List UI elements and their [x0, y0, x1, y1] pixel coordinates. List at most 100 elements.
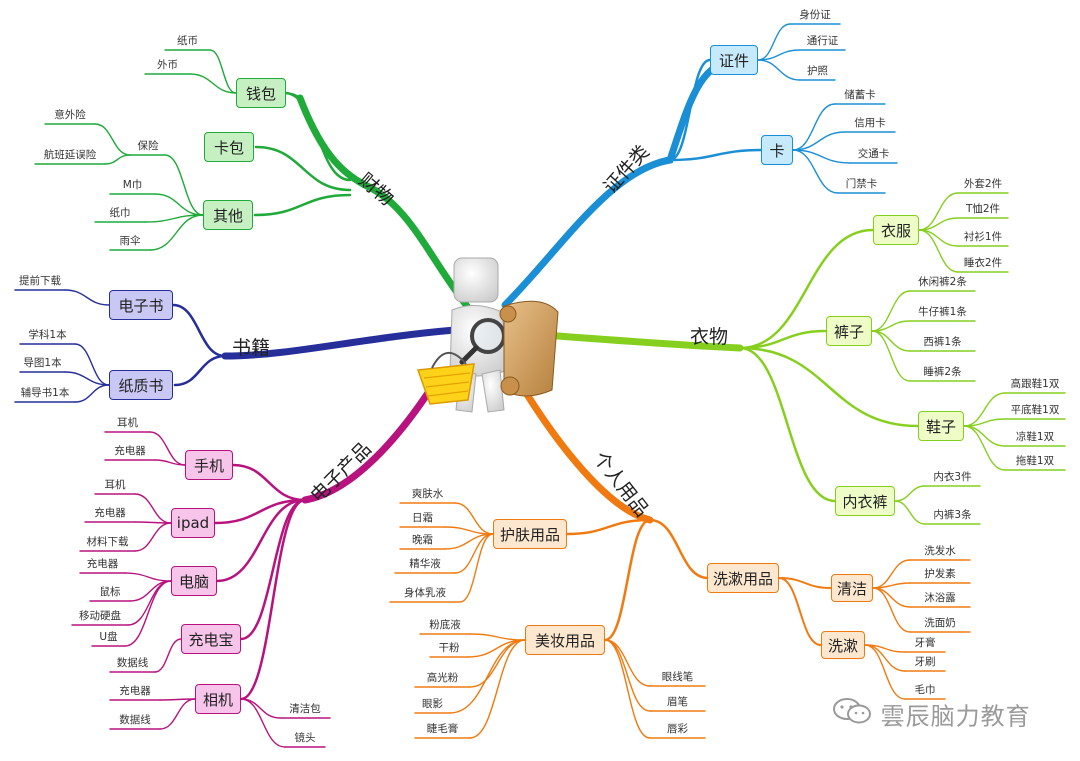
leaf-shoes-0: 高跟鞋1双 [1010, 378, 1060, 390]
leaf-powerbank-cable-link [154, 638, 182, 673]
node-card-holder: 卡包 [204, 132, 254, 162]
link [738, 228, 875, 350]
node-electronics-1: ipad [171, 508, 215, 538]
leaf-clothes-0-link [918, 192, 959, 231]
leaf-id-card: 身份证 [799, 9, 831, 21]
leaf-underwear-0: 内衣3件 [933, 471, 972, 483]
leaf-pc-0-link [124, 572, 172, 582]
node-electronics-3: 充电宝 [181, 624, 241, 654]
node-clothes: 衣服 [873, 215, 919, 245]
link [173, 354, 227, 387]
leaf-makeup-r-1: 眉笔 [667, 696, 688, 708]
link [171, 303, 227, 358]
leaf-ipad-download: 材料下载 [86, 536, 129, 548]
leaf-shoes-2-link [963, 425, 1006, 447]
leaf-wash-2: 毛巾 [914, 684, 936, 696]
leaf-pants-2-link [871, 330, 911, 352]
link [215, 498, 307, 583]
leaf-makeup-r-1-link [604, 639, 651, 712]
leaf-clean-1: 护发素 [924, 568, 956, 580]
leaf-makeup-4-link [469, 639, 526, 739]
wechat-icon [832, 696, 872, 732]
node-electronics-2: 电脑 [171, 566, 217, 596]
link [213, 498, 307, 525]
leaf-pants-0-link [871, 290, 911, 332]
leaf-m-towel-link [154, 193, 204, 216]
watermark: 雲辰脑力教育 [832, 696, 1031, 732]
leaf-makeup-2: 高光粉 [426, 672, 459, 684]
leaf-pc-1-link [129, 580, 172, 602]
leaf-accident-insurance-link [94, 123, 131, 156]
leaf-banknote-link [209, 49, 237, 94]
node-skincare: 护肤用品 [493, 519, 567, 549]
leaf-skin-3-link [454, 533, 494, 574]
leaf-clean-2-link [872, 587, 911, 608]
leaf-powerbank-cable: 数据线 [116, 657, 149, 669]
leaf-insurance: 保险 [137, 140, 159, 152]
leaf-subject-book: 学科1本 [28, 329, 67, 341]
leaf-shoes-1: 平底鞋1双 [1010, 404, 1060, 416]
link [565, 518, 652, 536]
leaf-underwear-0-link [894, 485, 926, 502]
leaf-clothes-0: 外套2件 [963, 178, 1003, 190]
leaf-credit-card-link [792, 131, 846, 151]
link [254, 145, 352, 192]
leaf-makeup-4: 睫毛膏 [426, 723, 459, 735]
leaf-ipad-download-link [134, 522, 172, 552]
link [253, 193, 352, 217]
leaf-makeup-0: 粉底液 [429, 619, 461, 631]
node-shoes: 鞋子 [918, 411, 964, 441]
leaf-makeup-r-2-link [604, 639, 651, 739]
link [738, 346, 920, 428]
node-underwear: 内衣裤 [835, 486, 895, 516]
branch-clothes-line [541, 331, 744, 352]
node-paper-book: 纸质书 [109, 370, 173, 400]
link [231, 463, 307, 502]
link [239, 498, 307, 701]
leaf-clean-3: 洗面奶 [924, 617, 956, 629]
leaf-phone-earphones-link [149, 431, 186, 466]
leaf-clothes-3: 睡衣2件 [963, 257, 1003, 269]
leaf-makeup-1: 干粉 [438, 642, 460, 654]
branch-certs-line [501, 56, 744, 309]
leaf-camera-charger: 充电器 [119, 685, 151, 697]
leaf-makeup-r-2: 唇彩 [667, 723, 688, 735]
leaf-flight-delay-insurance-link [104, 154, 131, 165]
center-illustration [412, 250, 572, 420]
leaf-clothes-2: 衬衫1件 [963, 231, 1003, 243]
leaf-ipad-earphones: 耳机 [104, 479, 126, 491]
link [778, 577, 822, 646]
leaf-pc-3: U盘 [99, 631, 118, 643]
leaf-clean-3-link [872, 587, 911, 633]
node-pants: 裤子 [826, 316, 872, 346]
leaf-pants-1: 牛仔裤1条 [918, 306, 967, 318]
leaf-flight-delay-insurance: 航班延误险 [43, 149, 97, 161]
leaf-transit-card-link [792, 149, 851, 164]
node-toiletries: 洗漱用品 [707, 563, 779, 593]
leaf-credit-card: 信用卡 [854, 117, 886, 129]
branch-clothes-label: 衣物 [690, 326, 729, 348]
leaf-id-card-link [757, 23, 791, 61]
leaf-mindmap-book-link [64, 371, 110, 386]
leaf-wash-1: 牙刷 [914, 656, 936, 668]
leaf-accident-insurance: 意外险 [54, 109, 86, 121]
leaf-ipad-earphones-link [134, 493, 172, 524]
leaf-camera-cable-link [159, 698, 196, 730]
leaf-camera-clean-link [240, 698, 281, 719]
leaf-m-towel: M巾 [122, 179, 143, 191]
node-electronics-4: 相机 [195, 684, 241, 714]
leaf-mindmap-book: 导图1本 [23, 357, 62, 369]
leaf-clean-1-link [872, 582, 911, 589]
leaf-tutor-book-link [74, 384, 110, 403]
leaf-shoes-0-link [963, 392, 1006, 427]
watermark-text: 雲辰脑力教育 [880, 702, 1031, 731]
node-ebook: 电子书 [109, 290, 173, 320]
leaf-underwear-1-link [894, 500, 926, 525]
branch-books-label: 书籍 [232, 337, 271, 359]
leaf-skin-1: 日霜 [412, 512, 433, 524]
leaf-pants-3-link [871, 330, 911, 382]
node-wallet: 钱包 [236, 78, 286, 108]
node-certificate: 证件 [710, 45, 758, 75]
leaf-camera-lens: 镜头 [294, 732, 316, 744]
leaf-skin-4: 身体乳液 [404, 587, 446, 599]
